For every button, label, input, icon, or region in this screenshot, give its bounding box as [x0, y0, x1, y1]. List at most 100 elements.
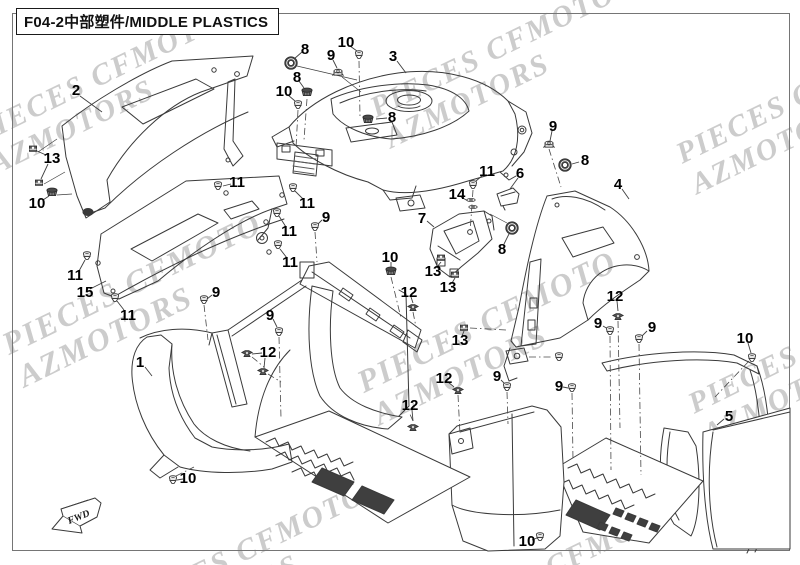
- left-footwell-interior: [254, 261, 471, 524]
- callout-10: 10: [29, 195, 46, 212]
- screw-icon: [567, 383, 577, 392]
- callout-9: 9: [327, 47, 335, 64]
- screw-icon: [273, 240, 283, 249]
- callout-11: 11: [299, 195, 315, 212]
- screw-icon: [502, 382, 512, 391]
- callout-10: 10: [382, 249, 399, 266]
- callout-leader-lines: [36, 45, 752, 541]
- callout-8: 8: [293, 69, 301, 86]
- callout-8: 8: [581, 152, 589, 169]
- mount-bracket-small: [505, 347, 529, 365]
- wing-clip-icon: [452, 387, 464, 395]
- spring-nut-icon: [542, 140, 556, 149]
- callout-11: 11: [282, 254, 298, 271]
- u-nut-icon: [459, 324, 469, 331]
- callout-4: 4: [614, 176, 623, 193]
- screw-icon: [354, 50, 364, 59]
- grommet-icon: [505, 221, 519, 235]
- callout-9: 9: [212, 284, 220, 301]
- part-3-tank-cover: [271, 70, 533, 382]
- u-nut-icon: [450, 271, 460, 278]
- part-4-right-panel: [510, 190, 650, 348]
- callout-5: 5: [725, 408, 733, 425]
- screw-icon: [310, 222, 320, 231]
- grommet-icon: [558, 158, 572, 172]
- right-footwell-front-panel: [448, 405, 565, 552]
- screw-icon: [274, 327, 284, 336]
- callout-13: 13: [425, 263, 442, 280]
- u-nut-icon: [28, 145, 38, 152]
- screw-icon: [747, 353, 757, 362]
- screw-icon: [468, 180, 478, 189]
- callout-12: 12: [436, 370, 453, 387]
- page-title-text: F04-2中部塑件/MIDDLE PLASTICS: [24, 14, 269, 31]
- spring-nut-icon: [331, 68, 345, 77]
- callout-12: 12: [402, 397, 419, 414]
- callout-12: 12: [401, 284, 418, 301]
- screw-icon: [272, 208, 282, 217]
- wing-clip-icon: [407, 424, 419, 432]
- part-1-left-outer-panel: [131, 279, 307, 479]
- rubber-cap-icon: [46, 187, 58, 197]
- screw-icon: [199, 295, 209, 304]
- callout-3: 3: [389, 48, 397, 65]
- screw-icon: [168, 475, 178, 484]
- callout-8: 8: [388, 109, 396, 126]
- callout-6: 6: [516, 165, 524, 182]
- callout-8: 8: [498, 241, 506, 258]
- callout-11: 11: [281, 223, 297, 240]
- screw-icon: [213, 181, 223, 190]
- screw-icon: [605, 326, 615, 335]
- callout-11: 11: [67, 267, 83, 284]
- screw-icon: [293, 100, 303, 109]
- wing-clip-icon: [407, 304, 419, 312]
- assembly-axis-lines: [175, 60, 750, 477]
- screw-icon: [110, 293, 120, 302]
- callout-11: 11: [120, 307, 136, 324]
- callout-9: 9: [322, 209, 330, 226]
- wing-clip-icon: [241, 350, 253, 358]
- callout-10: 10: [180, 470, 197, 487]
- u-nut-icon: [436, 254, 446, 261]
- callout-9: 9: [266, 307, 274, 324]
- screw-icon: [554, 352, 564, 361]
- callout-2: 2: [72, 82, 80, 99]
- callout-15: 15: [77, 284, 94, 301]
- part-2-upper-left-panel: [61, 55, 254, 219]
- screw-icon: [288, 183, 298, 192]
- callout-13: 13: [452, 332, 469, 349]
- callout-10: 10: [519, 533, 536, 550]
- callout-8: 8: [301, 41, 309, 58]
- callout-9: 9: [493, 368, 501, 385]
- callout-11: 11: [229, 174, 245, 191]
- part-6-wedge: [496, 187, 520, 211]
- screw-icon: [634, 334, 644, 343]
- wing-clip-icon: [257, 368, 269, 376]
- callout-13: 13: [44, 150, 61, 167]
- rubber-cap-icon: [301, 87, 313, 97]
- fwd-direction-arrow: FWD: [51, 497, 102, 534]
- page-title: F04-2中部塑件/MIDDLE PLASTICS: [16, 8, 280, 35]
- callout-10: 10: [276, 83, 293, 100]
- callout-11: 11: [479, 163, 495, 180]
- callout-9: 9: [555, 378, 563, 395]
- callout-13: 13: [440, 279, 457, 296]
- rubber-cap-icon: [362, 114, 374, 124]
- callout-10: 10: [338, 34, 355, 51]
- washer-icon: [466, 197, 476, 203]
- screw-icon: [82, 251, 92, 260]
- rubber-cap-icon: [385, 266, 397, 276]
- grommet-icon: [284, 56, 298, 70]
- callout-1: 1: [136, 354, 144, 371]
- right-footwell-interior: [555, 407, 791, 550]
- u-nut-icon: [34, 179, 44, 186]
- callout-12: 12: [607, 288, 624, 305]
- callout-12: 12: [260, 344, 277, 361]
- callout-9: 9: [594, 315, 602, 332]
- callout-10: 10: [737, 330, 754, 347]
- wing-clip-icon: [612, 313, 624, 321]
- callout-9: 9: [549, 118, 557, 135]
